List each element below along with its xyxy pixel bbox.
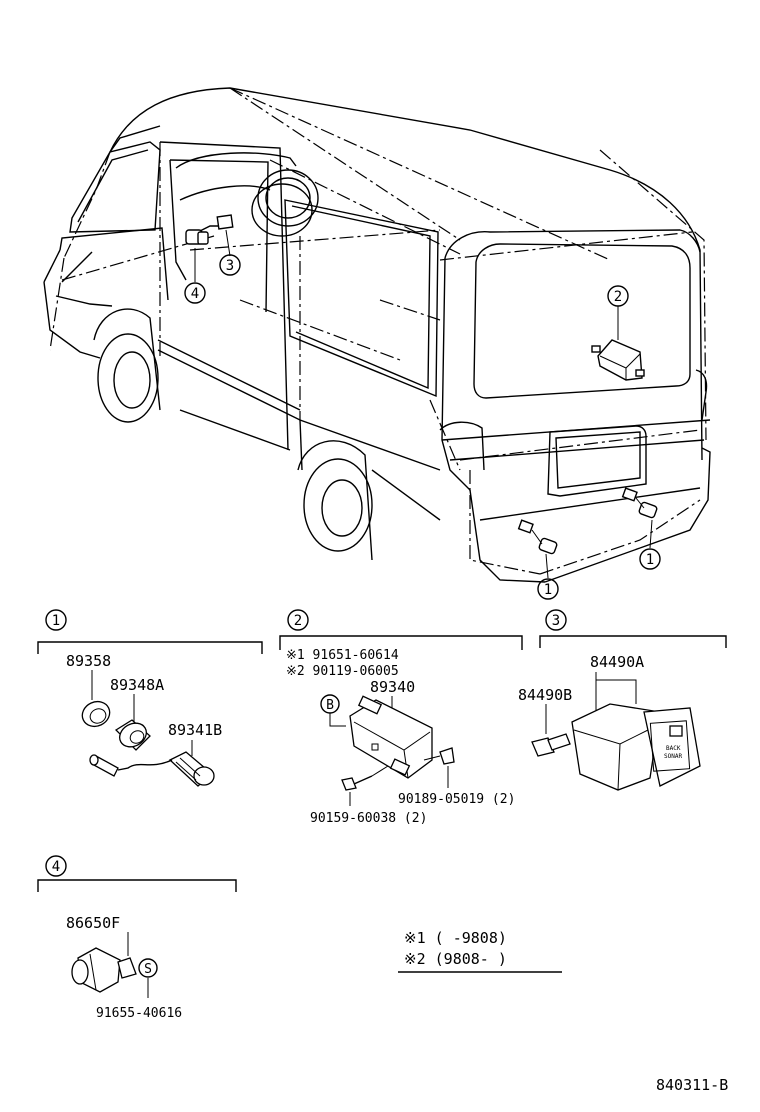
part-90189-05019: 90189-05019 (2) [398, 792, 515, 807]
van-illustration [43, 87, 711, 583]
group-2-header: 2 [279, 609, 523, 650]
sensor-parts-group-1 [81, 670, 215, 787]
callout-4-van: 4 [184, 282, 206, 304]
svg-text:2: 2 [294, 613, 302, 629]
svg-text:BACK: BACK [666, 745, 681, 752]
svg-text:2: 2 [614, 289, 622, 305]
group-4-header: 4 [37, 855, 237, 892]
svg-text:4: 4 [52, 859, 60, 875]
note-2: ※2 90119-06005 [286, 664, 399, 679]
back-sonar-switch: BACK SONAR [531, 672, 701, 791]
bolt-marker-b: B [320, 694, 340, 714]
svg-text:3: 3 [552, 613, 560, 629]
figure-id: 840311-B [656, 1076, 728, 1094]
legend-line-2: ※2 (9808- ) [404, 950, 507, 968]
callout-2-van: 2 [607, 285, 629, 307]
svg-text:1: 1 [646, 552, 654, 568]
svg-text:S: S [144, 962, 152, 977]
callout-1-van-left: 1 [537, 578, 559, 600]
svg-text:1: 1 [544, 582, 552, 598]
legend: ※1 ( -9808) ※2 (9808- ) [398, 929, 562, 973]
part-89340: 89340 [370, 678, 415, 696]
part-84490B: 84490B [518, 686, 572, 704]
rear-sensor-right [621, 487, 658, 519]
group-1-header: 1 [37, 609, 263, 654]
group-3-header: 3 [539, 609, 727, 648]
part-90159-60038: 90159-60038 (2) [310, 811, 427, 826]
part-89341B: 89341B [168, 721, 222, 739]
part-89358: 89358 [66, 652, 111, 670]
callout-3-van: 3 [219, 254, 241, 276]
rear-sensor-left [517, 519, 558, 555]
svg-text:4: 4 [191, 286, 199, 302]
callout-1-van-right: 1 [639, 548, 661, 570]
svg-text:SONAR: SONAR [664, 753, 682, 760]
svg-text:1: 1 [52, 613, 60, 629]
note-1: ※1 91651-60614 [286, 648, 399, 663]
svg-text:3: 3 [226, 258, 234, 274]
screw-marker-s: S [138, 958, 158, 978]
temperature-sensor [71, 932, 149, 998]
legend-line-1: ※1 ( -9808) [404, 929, 507, 947]
part-89348A: 89348A [110, 676, 164, 694]
part-86650F: 86650F [66, 914, 120, 932]
svg-text:B: B [326, 698, 334, 713]
part-91655-40616: 91655-40616 [96, 1006, 182, 1021]
computer-unit [329, 695, 455, 806]
part-84490A: 84490A [590, 653, 644, 671]
